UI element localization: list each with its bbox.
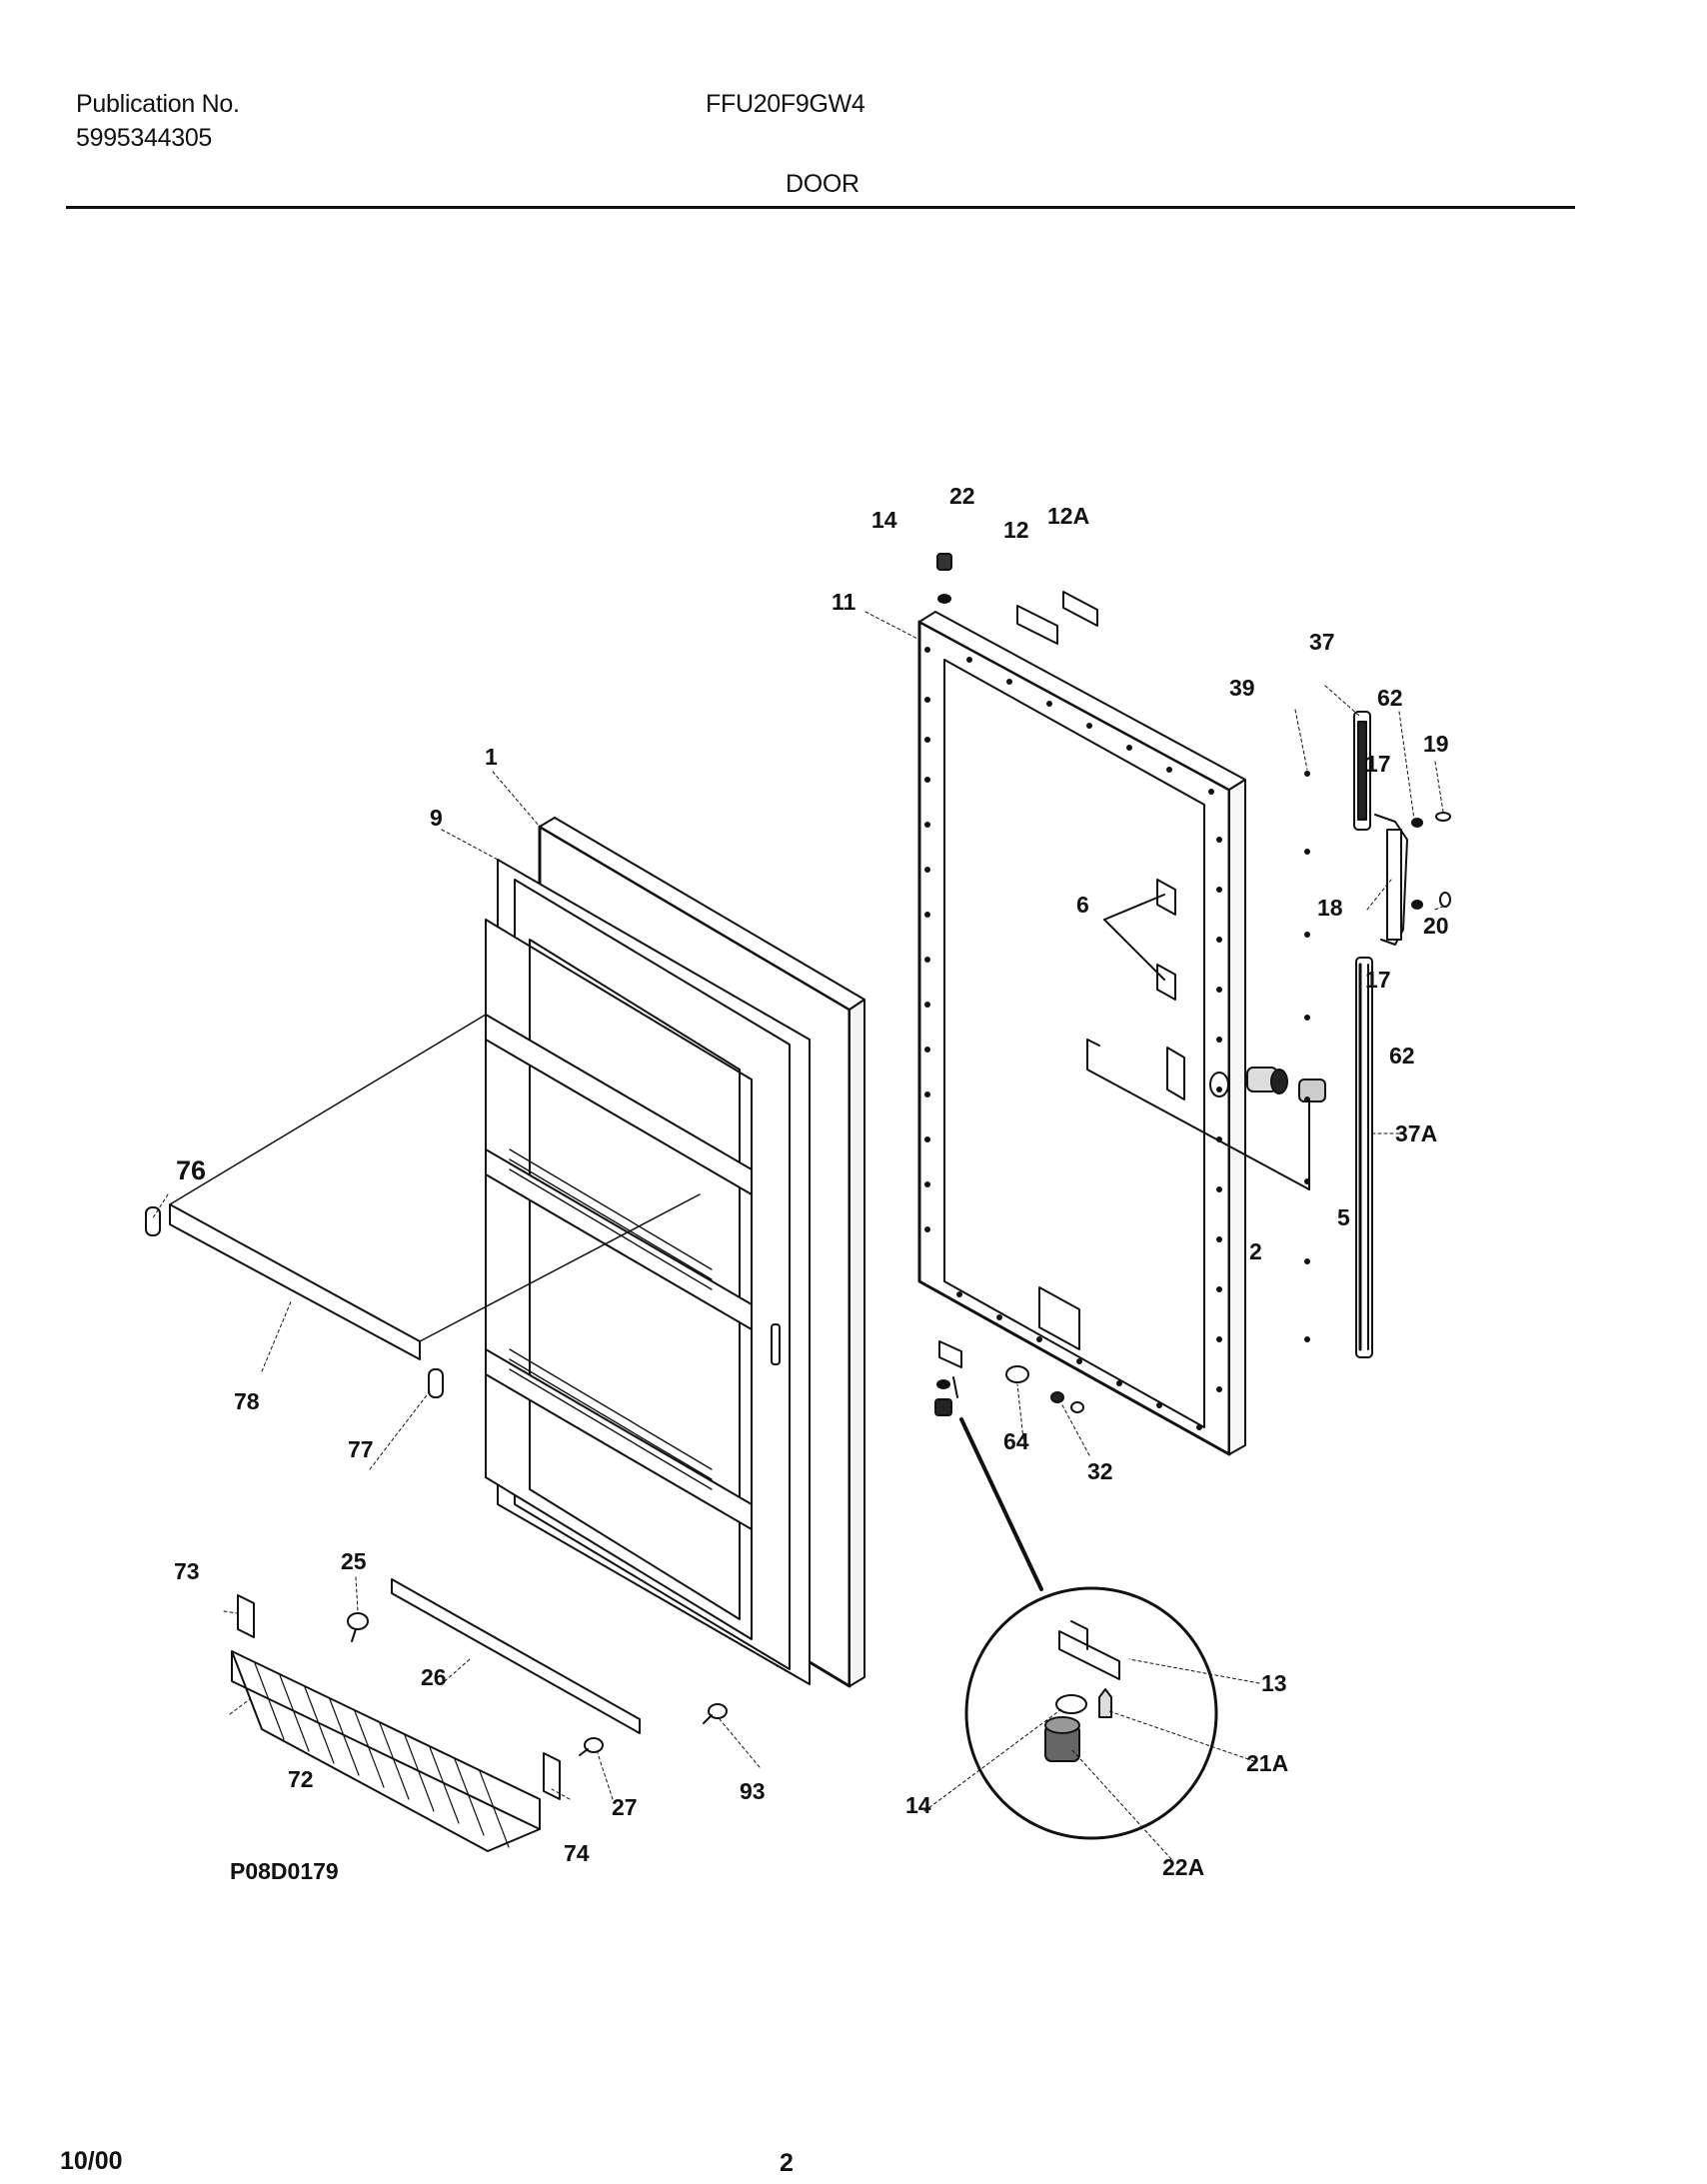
callout-13: 13	[1261, 1670, 1287, 1696]
part-20-cap	[1439, 892, 1451, 908]
callout-72: 72	[288, 1766, 314, 1792]
callout-64: 64	[1003, 1428, 1029, 1454]
callout-93: 93	[740, 1778, 766, 1804]
part-62-screws	[1411, 818, 1423, 910]
leader-lines	[151, 611, 1446, 1860]
callout-77: 77	[348, 1436, 374, 1462]
part-93-screw	[703, 1703, 728, 1724]
label-12a-sticker	[1062, 591, 1098, 627]
callout-27: 27	[612, 1794, 638, 1820]
callout-18: 18	[1317, 895, 1343, 921]
part-26-bar	[391, 1578, 641, 1734]
diagram-reference-code: P08D0179	[230, 1858, 339, 1884]
header-rule	[66, 206, 1575, 209]
callout-78: 78	[234, 1388, 260, 1414]
footer-date: 10/00	[60, 2147, 123, 2175]
callout-2: 2	[1249, 1238, 1262, 1264]
callout-20: 20	[1423, 913, 1449, 939]
callout-26: 26	[421, 1664, 447, 1690]
publication-number: 5995344305	[76, 124, 213, 152]
part-5-key	[1298, 1079, 1326, 1102]
callout-14-detail: 14	[905, 1792, 931, 1818]
callout-25: 25	[341, 1548, 367, 1574]
callout-1: 1	[485, 744, 498, 770]
callout-73: 73	[174, 1558, 200, 1584]
part-6-brackets	[1103, 879, 1176, 1001]
callout-22: 22	[949, 483, 975, 509]
outer-door-panel	[917, 611, 1246, 1456]
part-25-screw	[347, 1612, 369, 1642]
part-78-shelf-bar	[169, 1014, 701, 1360]
part-19-cap	[1435, 812, 1451, 822]
part-37a-trim-strip	[1355, 957, 1373, 1358]
callout-17-top: 17	[1365, 751, 1391, 777]
part-37-handle-trim	[1353, 711, 1371, 831]
callout-12: 12	[1003, 517, 1029, 543]
callout-11: 11	[832, 589, 856, 615]
label-12-sticker	[1016, 605, 1058, 645]
inner-door-liner	[485, 817, 865, 1688]
part-73-hinge	[237, 1594, 255, 1638]
part-39-plugs	[1304, 771, 1310, 1342]
callout-37a: 37A	[1395, 1120, 1437, 1146]
part-74-hinge	[543, 1752, 561, 1800]
part-22-plug	[936, 553, 952, 571]
callout-76: 76	[176, 1155, 206, 1185]
callout-6: 6	[1076, 892, 1089, 918]
callout-12a: 12A	[1047, 503, 1089, 529]
part-27-screw	[579, 1737, 604, 1756]
callout-62-bottom: 62	[1389, 1043, 1415, 1069]
footer-page-number: 2	[780, 2149, 794, 2177]
lower-hinge-parts	[934, 1340, 962, 1416]
section-title: DOOR	[786, 170, 859, 198]
model-number: FFU20F9GW4	[706, 90, 865, 118]
part-72-basket	[231, 1650, 541, 1852]
part-18-handle	[1374, 814, 1408, 946]
part-32-washer	[1050, 1391, 1064, 1403]
callout-39: 39	[1229, 675, 1255, 701]
part-76-end-cap	[145, 1206, 161, 1236]
hinge-detail-circle	[959, 1417, 1218, 1840]
publication-label: Publication No.	[76, 90, 240, 118]
part-77-end-cap	[428, 1368, 444, 1398]
callout-17-bottom: 17	[1365, 967, 1391, 993]
callout-37: 37	[1309, 629, 1335, 655]
part-2-lock-assembly	[1086, 1039, 1326, 1190]
callout-19: 19	[1423, 731, 1449, 757]
part-64-ring	[1005, 1365, 1029, 1383]
callout-62-top: 62	[1377, 685, 1403, 711]
callout-32: 32	[1087, 1458, 1113, 1484]
callout-74: 74	[564, 1840, 590, 1866]
callout-5: 5	[1337, 1204, 1350, 1230]
callout-22a: 22A	[1162, 1854, 1204, 1880]
part-14-washer-top	[937, 594, 951, 604]
callout-9: 9	[430, 805, 443, 831]
callout-21a: 21A	[1246, 1750, 1288, 1776]
callout-14-top: 14	[871, 507, 897, 533]
